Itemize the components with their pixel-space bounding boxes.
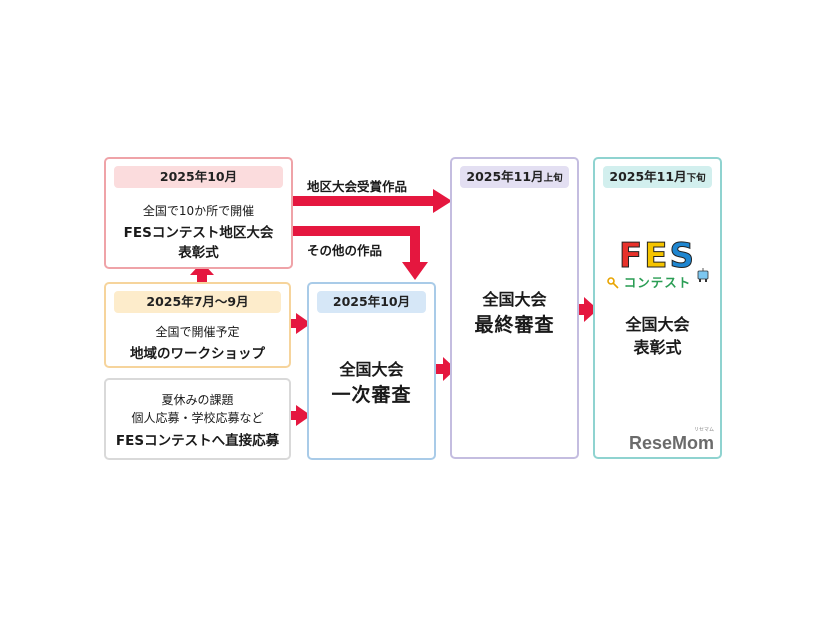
- arrow-workshop-up-shaft: [197, 274, 207, 282]
- final-review-date-sub: 上旬: [543, 173, 563, 184]
- arrow-others-shaft-h: [293, 226, 420, 236]
- first-review-box: 2025年10月 全国大会 一次審査: [307, 282, 436, 460]
- district-line-1: 全国で10か所で開催: [142, 204, 255, 218]
- district-line-2: FESコンテスト地区大会: [123, 225, 274, 241]
- fes-contest-logo: FES コンテスト: [601, 237, 714, 299]
- final-review-date-main: 2025年11月: [466, 169, 544, 184]
- fes-logo-subtitle: コンテスト: [623, 275, 692, 290]
- arrow-direct-right-head: [296, 405, 311, 426]
- first-review-date-header: 2025年10月: [317, 291, 426, 313]
- award-line-2: 表彰式: [633, 338, 682, 357]
- district-date-header: 2025年10月: [114, 166, 283, 188]
- final-review-date-header: 2025年11月上旬: [460, 166, 569, 188]
- arrow-others-head: [402, 262, 428, 280]
- arrow-final-award-head: [584, 297, 598, 322]
- direct-line-1: 夏休みの課題: [161, 393, 234, 407]
- winners-arrow-label: 地区大会受賞作品: [307, 179, 408, 194]
- workshop-box: 2025年7月～9月 全国で開催予定 地域のワークショップ: [104, 282, 291, 368]
- workshop-line-2: 地域のワークショップ: [130, 346, 265, 362]
- arrow-first-final-shaft: [436, 364, 444, 374]
- final-review-box: 2025年11月上旬 全国大会 最終審査: [450, 157, 579, 459]
- fes-logo-text: FES: [619, 236, 696, 276]
- key-icon: [607, 277, 619, 289]
- workshop-line-1: 全国で開催予定: [155, 325, 240, 339]
- national-award-box: 2025年11月下旬 FES コンテスト 全国大会 表彰式 リセマム ReseM…: [593, 157, 722, 459]
- arrow-direct-right-shaft: [291, 411, 297, 420]
- award-line-1: 全国大会: [625, 315, 690, 334]
- arrow-winners-head: [433, 189, 452, 213]
- arrow-winners-shaft: [293, 196, 433, 206]
- resemom-ruby: リセマム: [693, 427, 714, 433]
- direct-line-2: 個人応募・学校応募など: [131, 411, 264, 425]
- direct-application-box: 夏休みの課題 個人応募・学校応募など FESコンテストへ直接応募: [104, 378, 291, 460]
- district-line-3: 表彰式: [178, 245, 219, 261]
- workshop-date-header: 2025年7月～9月: [114, 291, 281, 313]
- final-review-line-1: 全国大会: [482, 290, 547, 309]
- arrow-others-shaft-v: [410, 226, 420, 263]
- award-date-main: 2025年11月: [609, 169, 687, 184]
- robot-icon: [697, 268, 709, 282]
- direct-line-3: FESコンテストへ直接応募: [115, 433, 280, 449]
- resemom-logo-text: ReseMom: [628, 433, 714, 453]
- award-date-header: 2025年11月下旬: [603, 166, 712, 188]
- others-arrow-label: その他の作品: [307, 243, 383, 258]
- final-review-line-2: 最終審査: [474, 314, 555, 336]
- resemom-watermark: リセマム ReseMom: [629, 427, 714, 453]
- award-date-sub: 下旬: [686, 173, 706, 184]
- district-award-box: 2025年10月 全国で10か所で開催 FESコンテスト地区大会 表彰式: [104, 157, 293, 269]
- arrow-first-final-head: [443, 357, 456, 381]
- first-review-line-2: 一次審査: [331, 384, 412, 406]
- first-review-line-1: 全国大会: [339, 360, 404, 379]
- arrow-workshop-right-head: [296, 313, 311, 334]
- arrow-final-award-shaft: [579, 304, 585, 315]
- arrow-workshop-right-shaft: [291, 319, 297, 328]
